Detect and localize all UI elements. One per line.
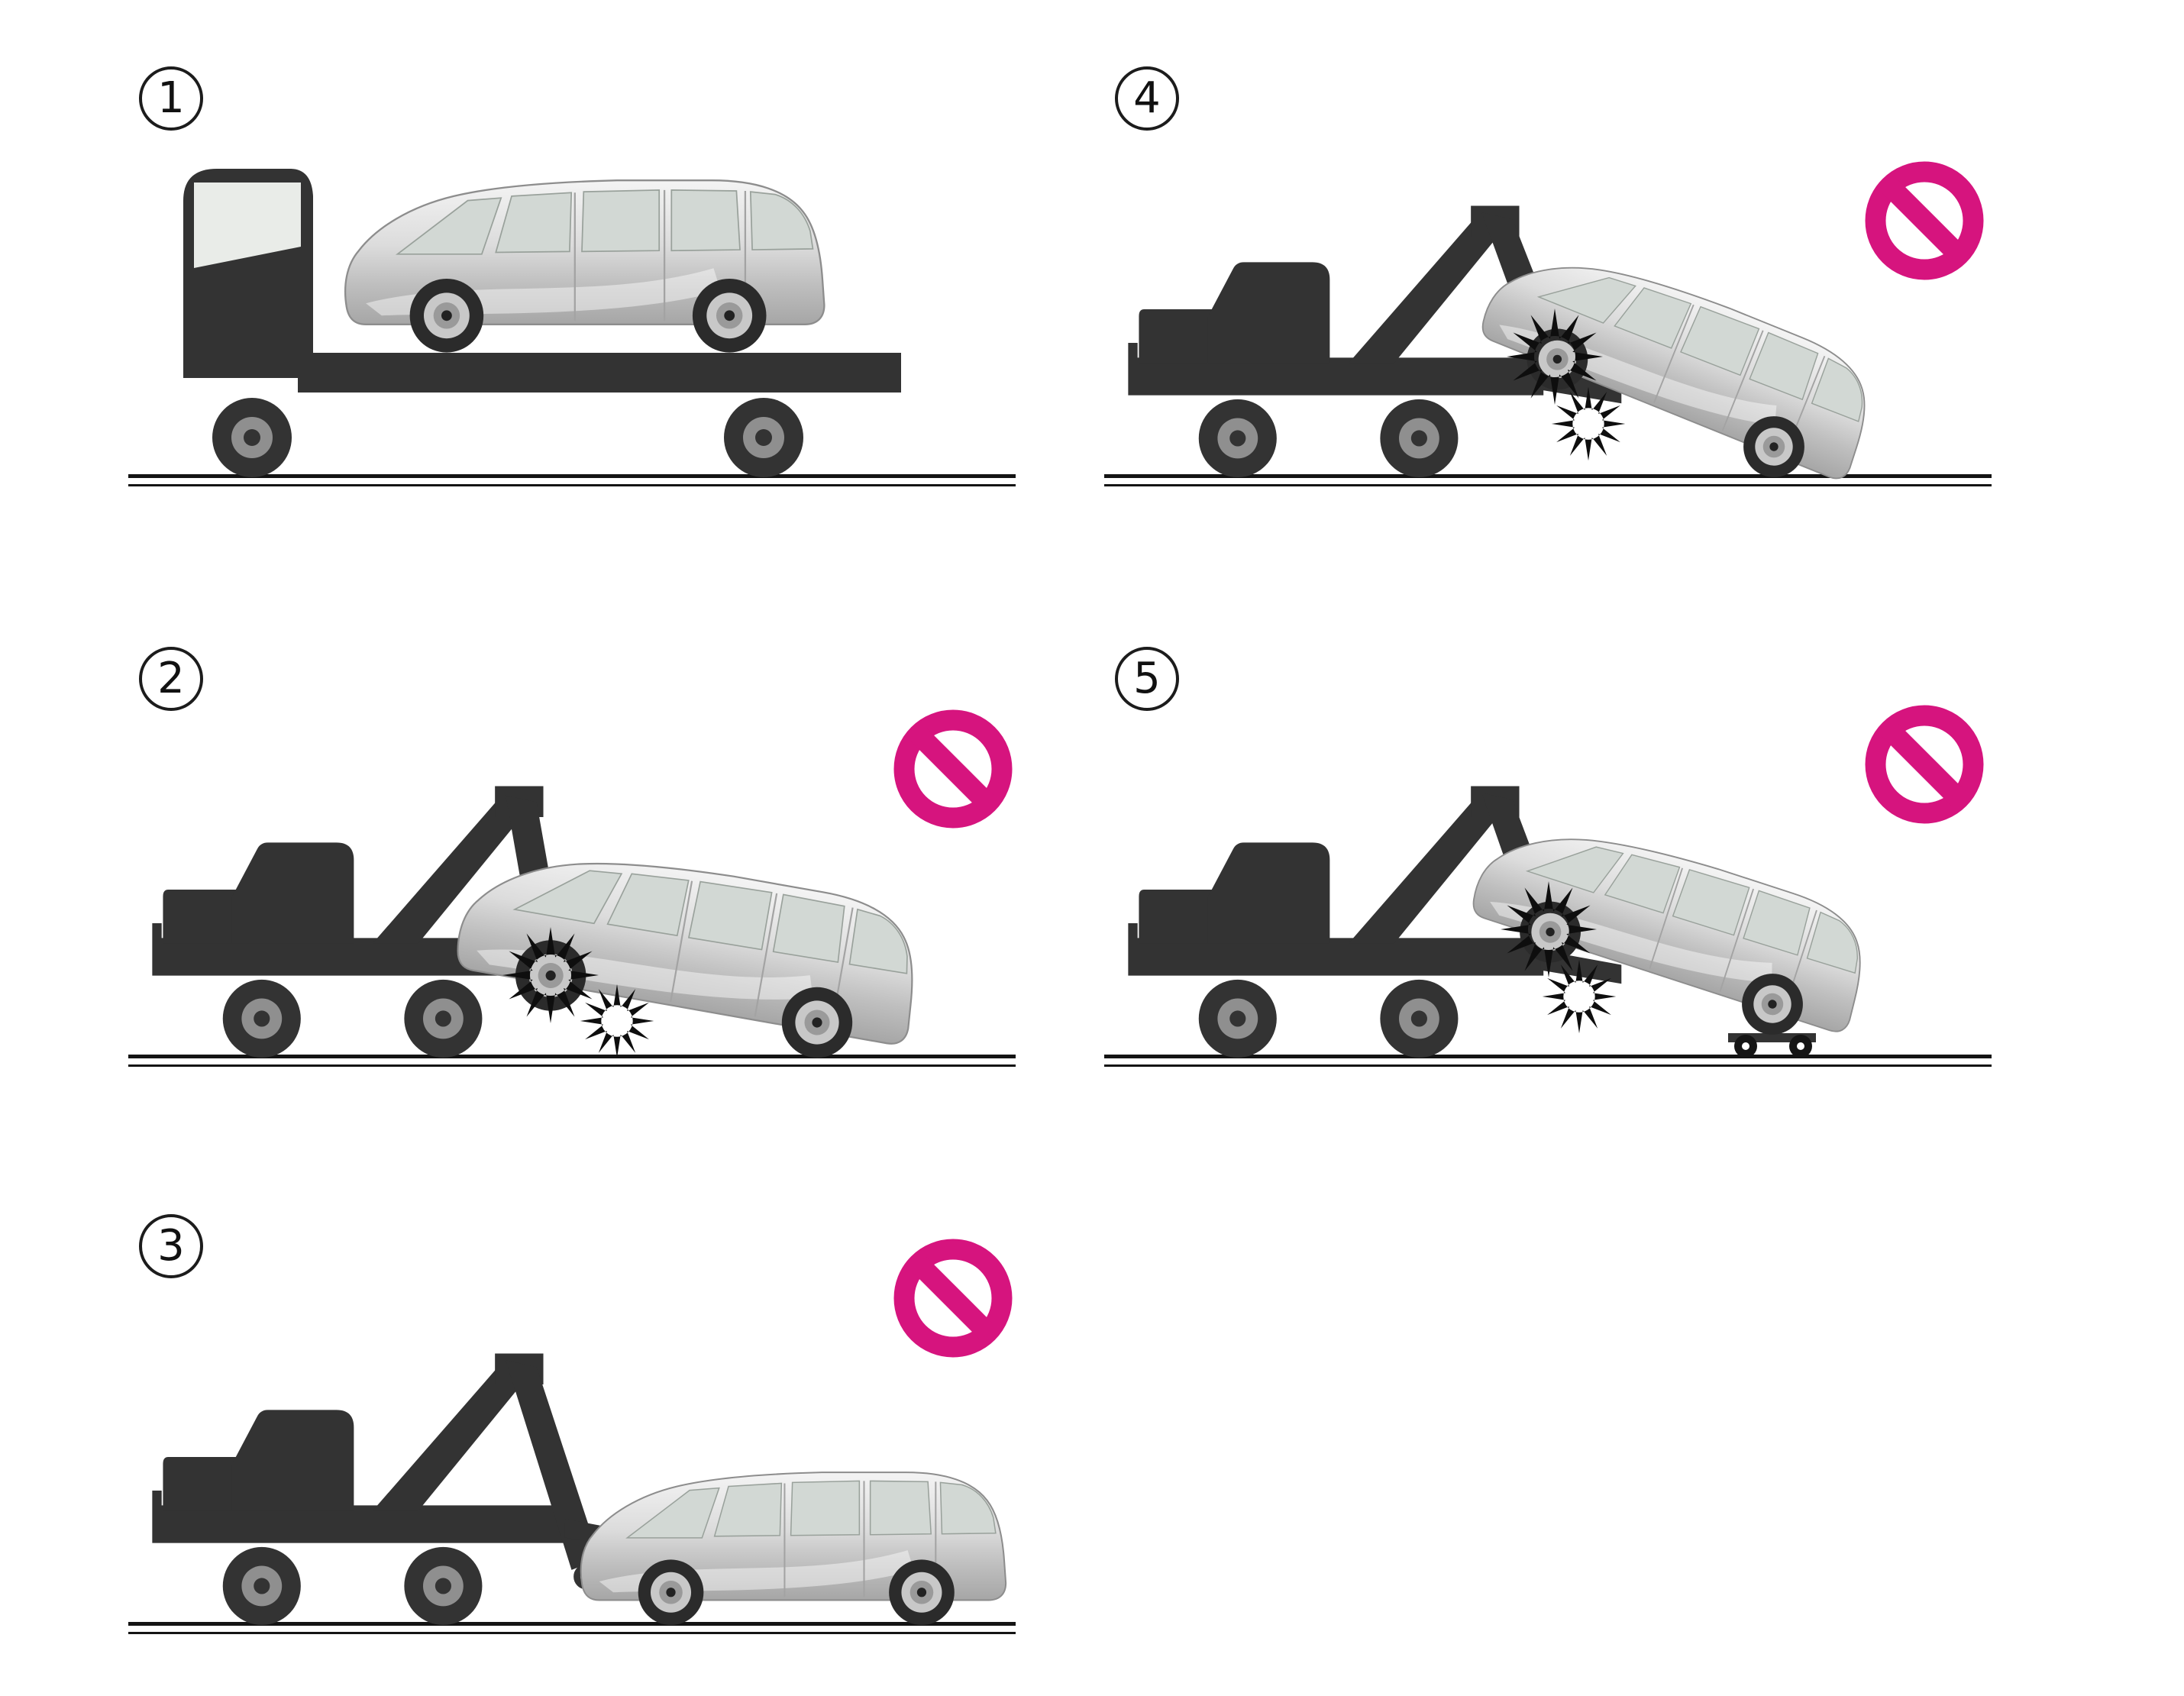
minivan-illustration [344, 179, 825, 354]
flatbed-truck-illustration [183, 169, 901, 477]
panel-number-badge: 5 [1115, 647, 1179, 711]
panel-3-rope-tow: 3 [107, 1167, 1039, 1671]
panel-number-badge: 4 [1115, 66, 1179, 131]
cab-window [194, 183, 301, 268]
lift-arm [506, 1360, 600, 1570]
panel-1-flatbed-transport: 1 [107, 19, 1039, 515]
panel-5-wheel-lift-dolly: 5 [1083, 599, 2014, 1096]
wheel-lift-steep-scene [1104, 205, 1992, 506]
flatbed-scene [128, 169, 1016, 486]
tow-truck-illustration [152, 1353, 622, 1625]
panel-number-badge: 2 [139, 647, 203, 711]
minivan-illustration [580, 1471, 1007, 1627]
wheel-lift-scene [128, 786, 1016, 1074]
minivan-illustration [1467, 223, 1889, 506]
panel-number-badge: 3 [139, 1214, 203, 1278]
prohibition-icon [1859, 155, 1990, 286]
wheel-lift-dolly-scene [1104, 786, 1992, 1067]
prohibition-icon [887, 703, 1019, 835]
tow-dolly-illustration [1728, 1033, 1816, 1058]
prohibition-icon [1859, 699, 1990, 830]
rope-tow-scene [128, 1353, 1016, 1634]
prohibition-icon [887, 1232, 1019, 1364]
panel-2-wheel-lift-tow: 2 [107, 599, 1039, 1096]
panel-number-badge: 1 [139, 66, 203, 131]
panel-4-wheel-lift-steep: 4 [1083, 19, 2014, 515]
